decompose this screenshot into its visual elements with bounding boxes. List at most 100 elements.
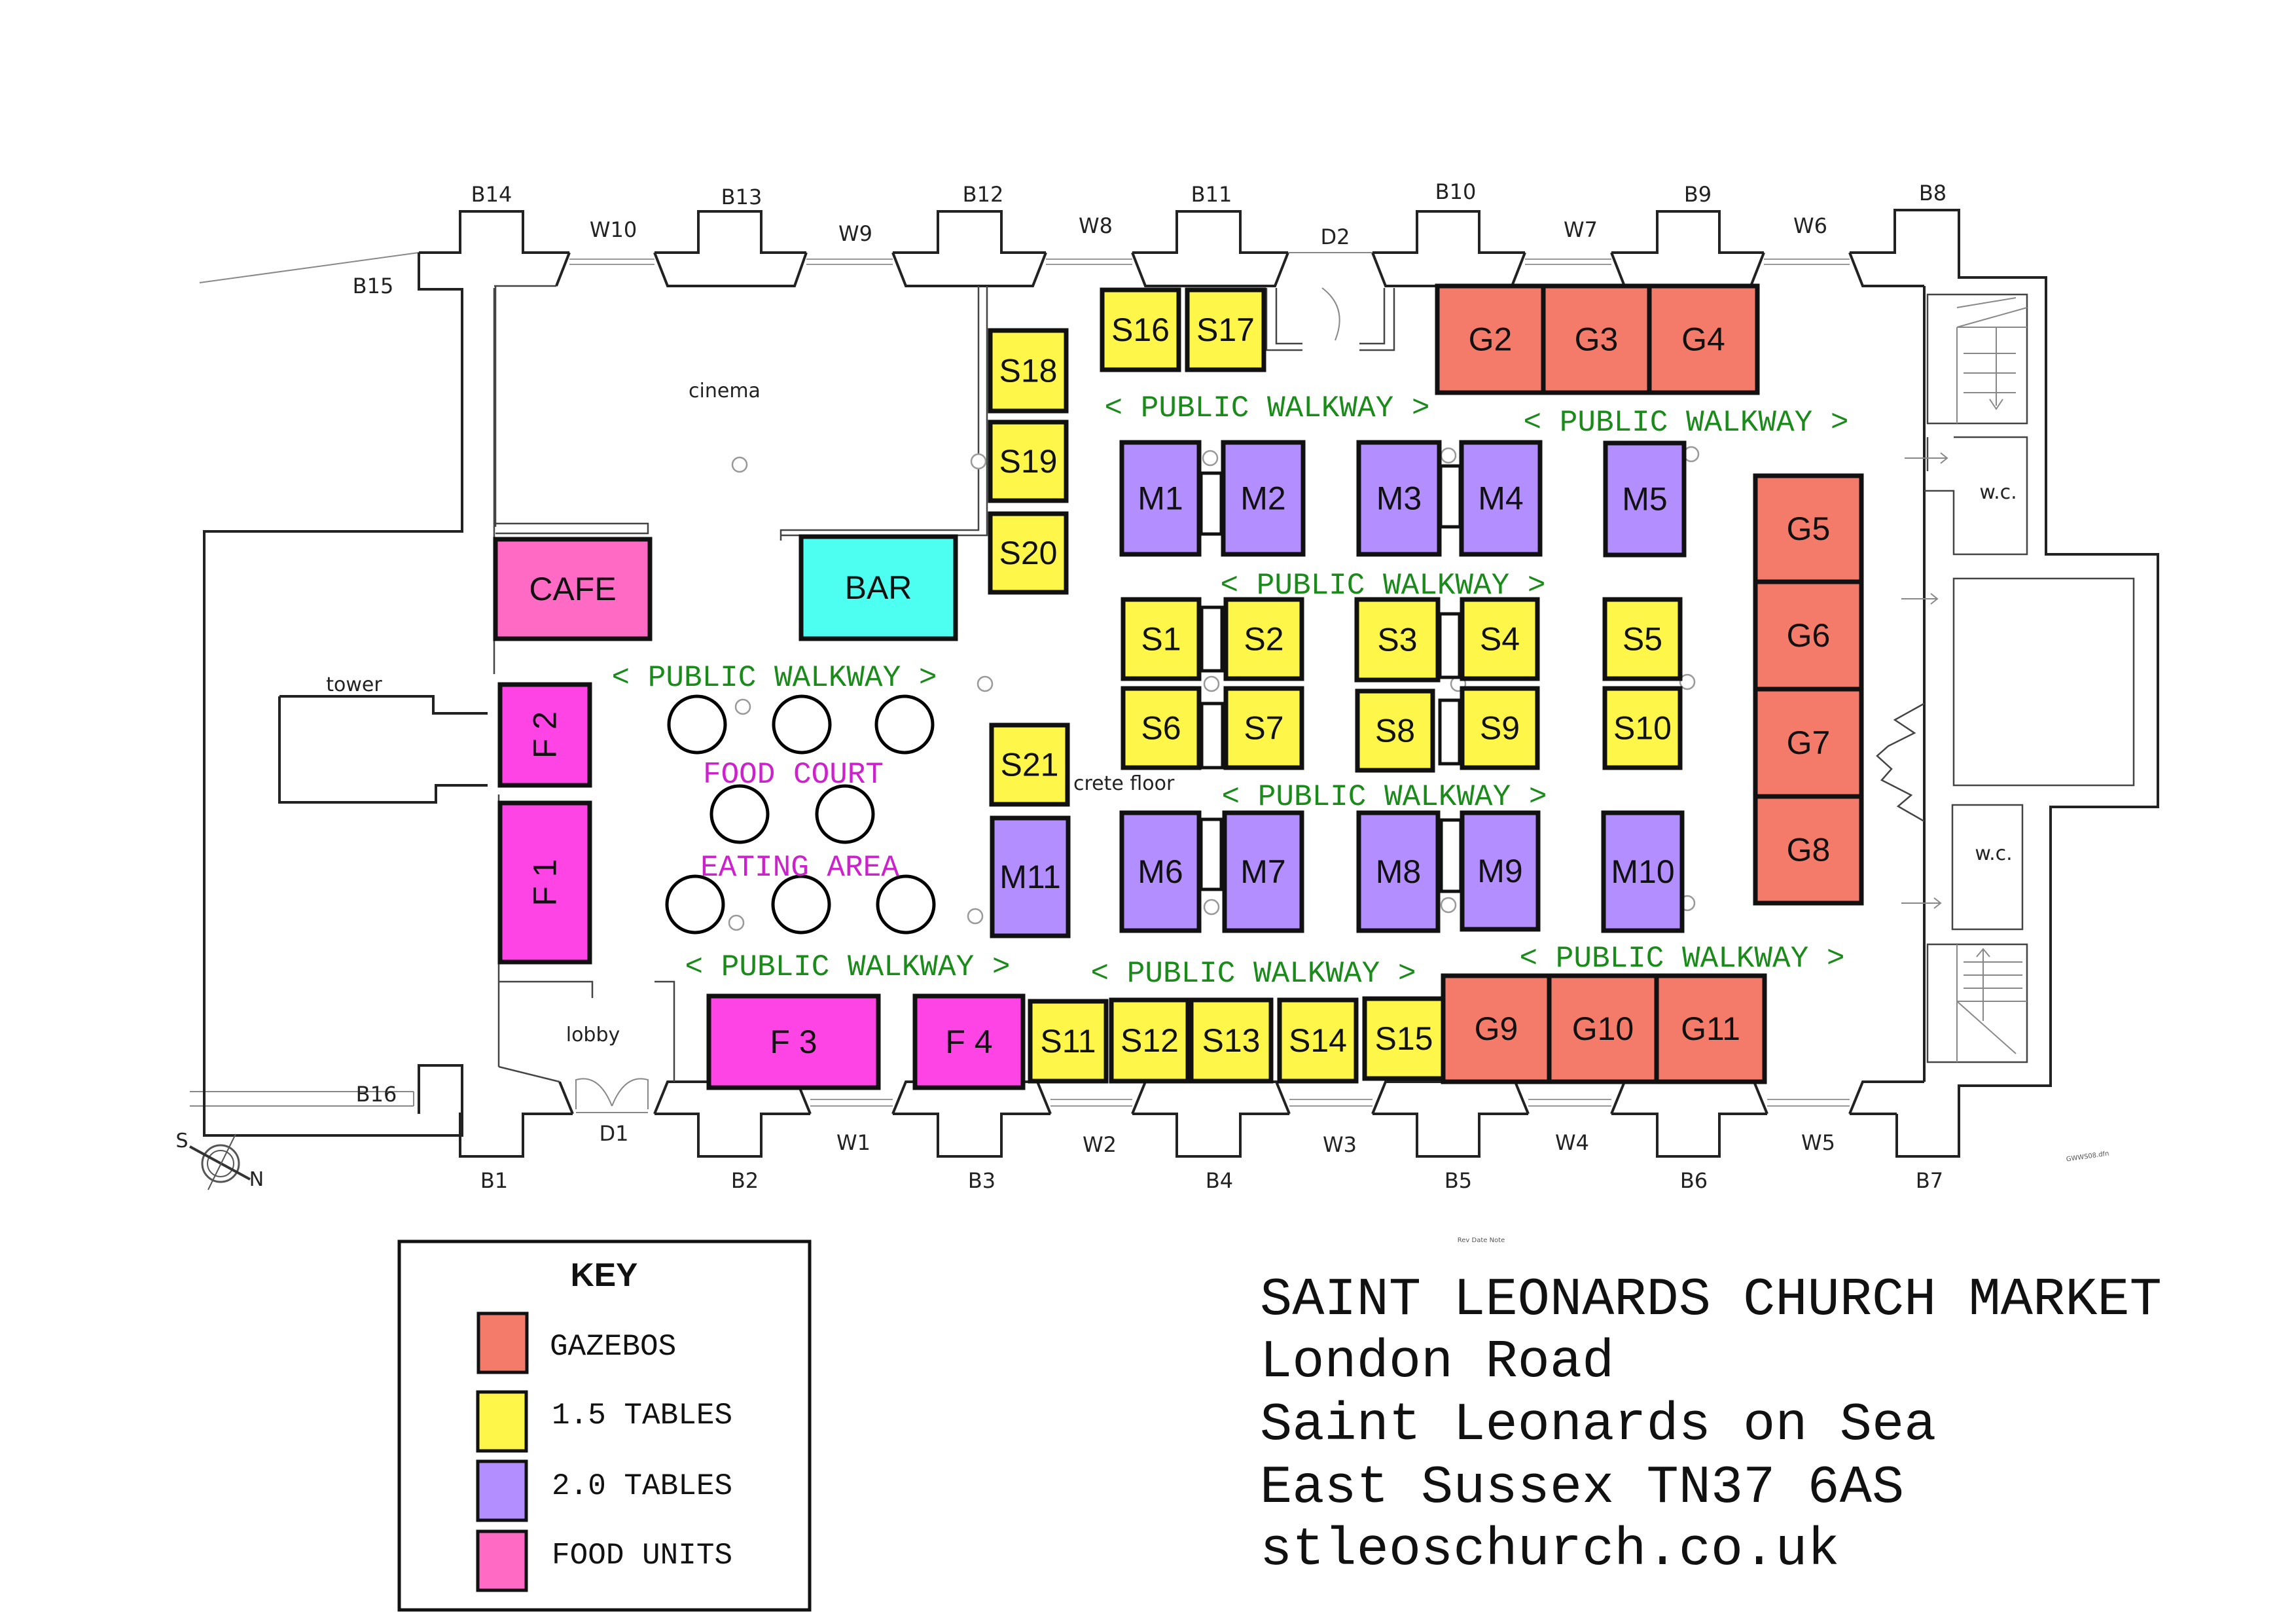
stand-s5[interactable]: S5 [1602,597,1683,681]
stand-box[interactable] [1460,597,1540,681]
stand-g9[interactable]: G9 [1441,973,1552,1084]
stand-m11[interactable]: M11 [990,815,1071,938]
stand-box[interactable] [1602,597,1683,681]
stand-g4[interactable]: G4 [1647,283,1760,395]
stand-m5[interactable]: M5 [1603,440,1687,558]
stand-box[interactable] [1189,997,1274,1084]
stand-m1[interactable]: M1 [1119,440,1202,557]
stand-s15[interactable]: S15 [1362,996,1446,1081]
stand-s7[interactable]: S7 [1223,686,1304,770]
stand-m7[interactable]: M7 [1222,810,1304,933]
stand-box[interactable] [1221,440,1306,557]
stand-m9[interactable]: M9 [1460,810,1541,932]
stand-s19[interactable]: S19 [988,419,1069,503]
website-link[interactable]: stleoschurch.co.uk [1260,1520,1840,1580]
stand-m2[interactable]: M2 [1221,440,1306,557]
stand-box[interactable] [1753,579,1864,692]
stand-f-2[interactable]: F 2 [497,682,592,788]
stand-s20[interactable]: S20 [988,511,1069,595]
stand-g7[interactable]: G7 [1753,687,1864,799]
stand-cafe[interactable]: CAFE [493,537,653,641]
stand-s10[interactable]: S10 [1602,686,1683,770]
stand-m8[interactable]: M8 [1356,810,1441,933]
stand-box[interactable] [1121,686,1202,770]
stand-box[interactable] [1100,287,1181,372]
stand-box[interactable] [493,537,653,641]
stand-s2[interactable]: S2 [1223,597,1304,681]
stand-g6[interactable]: G6 [1753,579,1864,692]
stand-box[interactable] [912,993,1026,1090]
stand-box[interactable] [1459,440,1543,557]
stand-box[interactable] [1753,794,1864,906]
stand-box[interactable] [1753,473,1864,584]
stand-g2[interactable]: G2 [1435,283,1546,395]
stand-m10[interactable]: M10 [1601,810,1685,933]
stand-box[interactable] [1435,283,1546,395]
stand-s14[interactable]: S14 [1277,997,1359,1084]
stand-box[interactable] [706,993,881,1090]
stand-box[interactable] [1541,283,1652,395]
stand-s9[interactable]: S9 [1460,686,1540,770]
stand-box[interactable] [1460,686,1540,770]
stand-box[interactable] [497,682,592,788]
stand-label: S18 [999,353,1058,389]
stand-box[interactable] [1602,686,1683,770]
stand-box[interactable] [497,800,592,965]
stand-box[interactable] [1028,999,1109,1084]
stand-s1[interactable]: S1 [1121,597,1202,681]
stand-g5[interactable]: G5 [1753,473,1864,584]
stand-box[interactable] [988,419,1069,503]
stand-box[interactable] [989,722,1070,807]
stand-box[interactable] [1121,597,1202,681]
stand-s12[interactable]: S12 [1109,997,1191,1084]
stand-box[interactable] [1753,687,1864,799]
stand-box[interactable] [1355,688,1435,773]
stand-s17[interactable]: S17 [1185,287,1266,372]
stand-g8[interactable]: G8 [1753,794,1864,906]
stand-g11[interactable]: G11 [1654,973,1767,1084]
stand-g3[interactable]: G3 [1541,283,1652,395]
stand-s16[interactable]: S16 [1100,287,1181,372]
stand-f-4[interactable]: F 4 [912,993,1026,1090]
eating-table [815,784,875,844]
stand-s3[interactable]: S3 [1354,597,1441,683]
stand-box[interactable] [988,511,1069,595]
stand-box[interactable] [1222,810,1304,933]
stand-m6[interactable]: M6 [1119,810,1202,933]
stand-box[interactable] [1547,973,1659,1084]
stand-label: S7 [1244,710,1283,747]
stand-f-3[interactable]: F 3 [706,993,881,1090]
stand-s8[interactable]: S8 [1355,688,1435,773]
stand-box[interactable] [988,328,1069,414]
stand-bar[interactable]: BAR [798,534,958,641]
stand-f-1[interactable]: F 1 [497,800,592,965]
stand-s6[interactable]: S6 [1121,686,1202,770]
eating-table [772,694,832,755]
stand-s21[interactable]: S21 [989,722,1070,807]
stand-box[interactable] [1223,597,1304,681]
stand-s4[interactable]: S4 [1460,597,1540,681]
stand-box[interactable] [1223,686,1304,770]
stand-s18[interactable]: S18 [988,328,1069,414]
stand-box[interactable] [1109,997,1191,1084]
stand-label: S3 [1377,622,1417,658]
stand-box[interactable] [1119,810,1202,933]
stand-s11[interactable]: S11 [1028,999,1109,1084]
stand-box[interactable] [1185,287,1266,372]
stand-g10[interactable]: G10 [1547,973,1659,1084]
stand-box[interactable] [798,534,958,641]
stand-box[interactable] [1277,997,1359,1084]
stand-s13[interactable]: S13 [1189,997,1274,1084]
stand-box[interactable] [1354,597,1441,683]
stand-box[interactable] [1654,973,1767,1084]
stand-box[interactable] [1362,996,1446,1081]
stand-box[interactable] [1356,810,1441,933]
stand-box[interactable] [1647,283,1760,395]
stand-box[interactable] [1119,440,1202,557]
stand-box[interactable] [1356,440,1442,557]
stand-box[interactable] [1603,440,1687,558]
stand-box[interactable] [1601,810,1685,933]
stand-box[interactable] [990,815,1071,938]
stand-m4[interactable]: M4 [1459,440,1543,557]
stand-m3[interactable]: M3 [1356,440,1442,557]
